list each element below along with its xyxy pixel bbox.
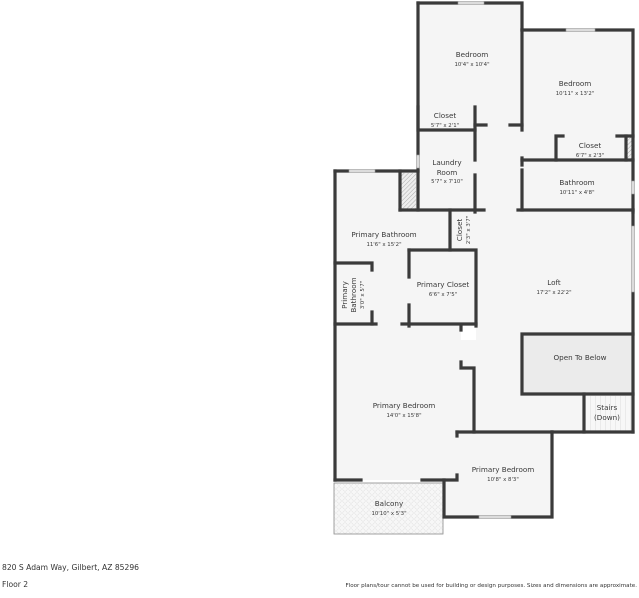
room-dimensions: 14'0" x 15'8": [386, 413, 421, 419]
room-name: (Down): [594, 413, 620, 422]
room-dimensions: 6'6" x 7'5": [429, 292, 457, 298]
shaft-hatch: [627, 137, 633, 159]
room-bathroom: Bathroom 10'11" x 4'8": [559, 178, 594, 196]
room-name: Laundry: [432, 158, 462, 167]
room-dimensions: 5'7" x 2'1": [431, 123, 459, 129]
room-name: Bathroom: [559, 178, 594, 187]
room-name: Primary Bedroom: [373, 401, 436, 410]
room-name: Bedroom: [456, 50, 489, 59]
room-dimensions: 10'11" x 13'2": [556, 91, 595, 97]
room-name: Room: [437, 168, 457, 177]
room-primary-bathroom: Primary Bathroom 11'6" x 15'2": [351, 230, 416, 248]
room-name: Loft: [547, 278, 561, 287]
walls: [333, 1, 635, 519]
open-to-below-area: [524, 334, 633, 394]
room-primary-closet: Primary Closet 6'6" x 7'5": [417, 280, 470, 298]
room-dimensions: 11'6" x 15'2": [366, 242, 401, 248]
room-balcony: Balcony 10'10" x 5'3": [371, 499, 406, 517]
room-name: Balcony: [375, 499, 404, 508]
room-primary-bedroom-2: Primary Bedroom 10'8" x 8'3": [472, 465, 535, 483]
room-dimensions: 10'8" x 8'3": [487, 477, 519, 483]
room-name: Primary Closet: [417, 280, 470, 289]
room-dimensions: 6'7" x 2'3": [576, 153, 604, 159]
disclaimer-text: Floor plans/tour cannot be used for buil…: [345, 583, 637, 589]
room-dimensions: 3'0" x 5'7": [360, 281, 366, 309]
shaft-hatch: [401, 173, 416, 209]
room-closet-3: Closet 2'3" x 3'7": [455, 216, 472, 244]
room-primary-bedroom: Primary Bedroom 14'0" x 15'8": [373, 401, 436, 419]
room-bedroom-2: Bedroom 10'11" x 13'2": [556, 79, 595, 97]
room-open-to-below: Open To Below: [554, 353, 607, 362]
room-name: Primary Bedroom: [472, 465, 535, 474]
room-dimensions: 10'10" x 5'3": [371, 511, 406, 517]
room-bedroom-1: Bedroom 10'4" x 10'4": [454, 50, 489, 68]
room-dimensions: 10'4" x 10'4": [454, 62, 489, 68]
floor-label: Floor 2: [2, 580, 29, 589]
balcony-area: [333, 482, 444, 535]
room-closet-2: Closet 6'7" x 2'3": [576, 141, 604, 159]
room-dimensions: 10'11" x 4'8": [559, 190, 594, 196]
room-name: Closet: [579, 141, 602, 150]
room-name: Closet: [455, 219, 464, 242]
room-closet-1: Closet 5'7" x 2'1": [431, 111, 459, 129]
room-dimensions: 5'7" x 7'10": [431, 179, 463, 185]
room-dimensions: 2'3" x 3'7": [466, 216, 472, 244]
room-name: Stairs: [597, 403, 618, 412]
room-laundry: Laundry Room 5'7" x 7'10": [431, 158, 463, 185]
property-address: 820 S Adam Way, Gilbert, AZ 85296: [2, 563, 139, 572]
room-primary-bathroom-small: Primary Bathroom 3'0" x 5'7": [340, 277, 366, 312]
room-loft: Loft 17'2" x 22'2": [536, 278, 571, 296]
room-name: Open To Below: [554, 353, 607, 362]
stairs-area: [584, 396, 633, 432]
room-name: Closet: [434, 111, 457, 120]
floor-areas: [335, 3, 633, 516]
windows: [348, 1, 635, 519]
room-name: Bedroom: [559, 79, 592, 88]
room-stairs: Stairs (Down): [594, 403, 620, 422]
room-name: Primary: [340, 280, 349, 309]
room-name: Bathroom: [349, 277, 358, 312]
room-dimensions: 17'2" x 22'2": [536, 290, 571, 296]
room-name: Primary Bathroom: [351, 230, 416, 239]
